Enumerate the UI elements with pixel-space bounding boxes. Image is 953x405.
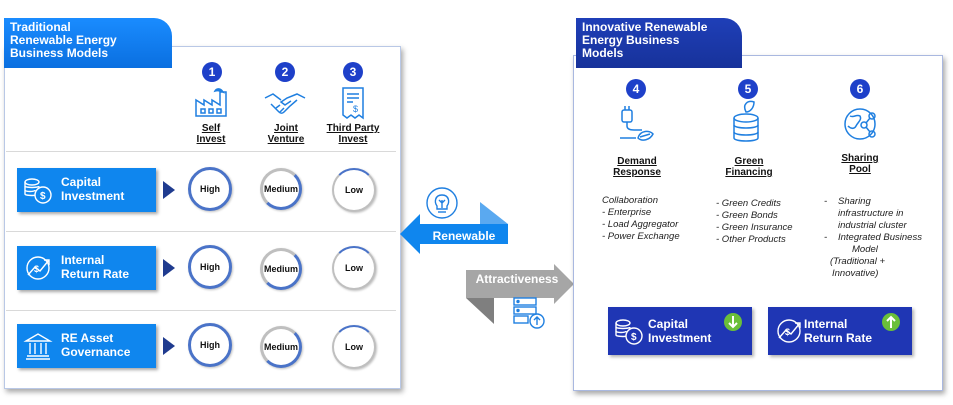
level-low: Low: [332, 325, 376, 369]
col-header-third-party: Third Party Invest: [326, 123, 380, 145]
row-separator: [6, 151, 396, 152]
level-high: High: [188, 323, 232, 367]
growth-icon: $: [26, 256, 50, 280]
svg-text:$: $: [353, 104, 358, 114]
row-separator: [6, 310, 396, 311]
renewable-energy-label: Renewable Energy: [432, 229, 496, 256]
col-header-demand-response: Demand Response: [613, 156, 661, 178]
pointer-arrow: [163, 337, 175, 355]
demand-response-list: Collaboration - Enterprise - Load Aggreg…: [602, 195, 680, 242]
traditional-title: Traditional Renewable Energy Business Mo…: [4, 18, 172, 68]
row-internal-return-rate: $ Internal Return Rate: [17, 246, 156, 290]
level-high: High: [188, 167, 232, 211]
pointer-arrow: [163, 259, 175, 277]
server-upload-icon: [513, 297, 545, 329]
col-number-1: 1: [202, 62, 222, 82]
plug-leaf-icon: [620, 106, 654, 141]
green-financing-list: - Green Credits - Green Bonds - Green In…: [716, 198, 793, 245]
row-separator: [6, 231, 396, 232]
col-header-green-financing: Green Financing: [725, 156, 773, 178]
row-re-asset-governance: RE Asset Governance: [17, 324, 156, 368]
col-number-5: 5: [738, 79, 758, 99]
level-high: High: [188, 245, 232, 289]
pointer-arrow: [163, 181, 175, 199]
col-header-sharing-pool: Sharing Pool: [841, 153, 879, 175]
internal-return-rate-box: $ Internal Return Rate: [768, 307, 912, 355]
coin-stack-leaf-icon: [733, 100, 759, 142]
receipt-icon: $: [342, 87, 364, 120]
trend-up-icon: [882, 313, 900, 331]
handshake-icon: [264, 93, 306, 114]
svg-text:$: $: [785, 327, 790, 337]
svg-text:$: $: [34, 264, 39, 274]
renewable-arrow: [400, 202, 508, 254]
energy-bulb-icon: [426, 187, 458, 219]
svg-text:$: $: [631, 332, 637, 343]
col-number-6: 6: [850, 79, 870, 99]
investment-attractiveness-label: Investment Attractiveness: [475, 259, 559, 286]
level-medium: Medium: [260, 248, 302, 290]
capital-investment-box: $ Capital Investment: [608, 307, 752, 355]
level-medium: Medium: [260, 168, 302, 210]
investment-arrow: [466, 264, 574, 324]
col-header-self-invest: Self Invest: [196, 123, 226, 145]
row-capital-investment: $ Capital Investment: [17, 168, 156, 212]
svg-text:$: $: [40, 191, 46, 202]
col-number-3: 3: [343, 62, 363, 82]
col-number-2: 2: [275, 62, 295, 82]
coins-icon: $: [24, 178, 52, 204]
level-medium: Medium: [260, 326, 302, 368]
sharing-pool-list: - Sharing infrastructure in industrial c…: [824, 196, 922, 279]
innovative-title: Innovative Renewable Energy Business Mod…: [576, 18, 742, 68]
col-number-4: 4: [626, 79, 646, 99]
trend-down-icon: [724, 313, 742, 331]
factory-icon: [195, 88, 227, 117]
growth-icon: $: [777, 319, 801, 343]
globe-share-icon: [844, 108, 876, 140]
col-header-joint-venture: Joint Venture: [267, 123, 305, 145]
level-low: Low: [332, 168, 376, 212]
bank-icon: [23, 333, 53, 360]
coins-icon: $: [615, 319, 643, 345]
level-low: Low: [332, 246, 376, 290]
